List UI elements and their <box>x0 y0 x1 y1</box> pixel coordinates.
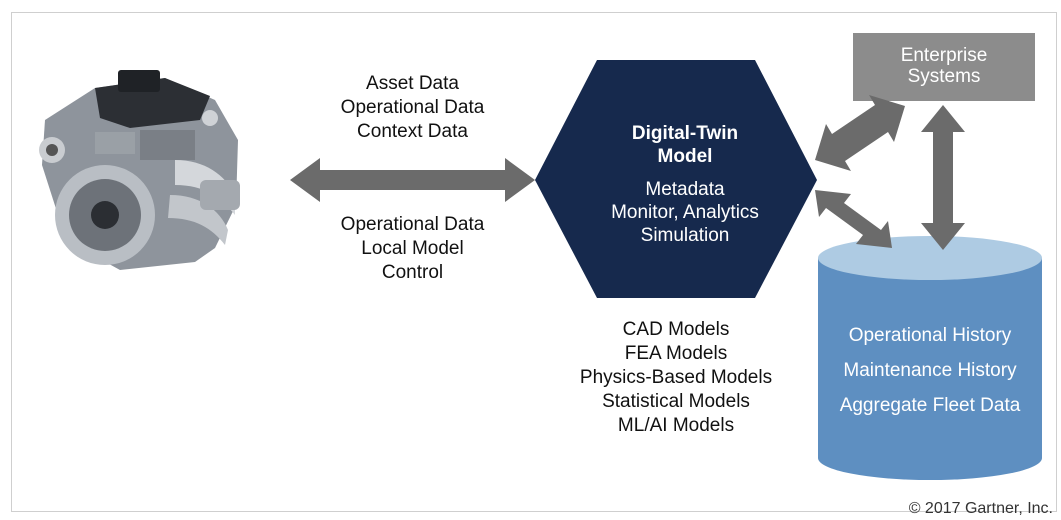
label-context-data: Context Data <box>357 121 468 142</box>
enterprise-systems-box <box>853 33 1035 101</box>
model-statistical: Statistical Models <box>602 391 750 412</box>
downstream-data-labels: Operational Data Local Model Control <box>305 213 520 285</box>
twin-item-metadata: Metadata <box>645 179 725 200</box>
db-operational-history: Operational History <box>848 325 1012 346</box>
twin-item-simulation: Simulation <box>640 225 730 246</box>
twin-item-monitor: Monitor, Analytics <box>611 202 759 223</box>
digital-twin-hexagon <box>535 60 817 298</box>
digital-twin-label: Digital-Twin Model Metadata Monitor, Ana… <box>560 122 810 247</box>
label-operational-data: Operational Data <box>340 214 485 235</box>
db-aggregate-fleet-data: Aggregate Fleet Data <box>839 395 1021 416</box>
db-maintenance-history: Maintenance History <box>843 360 1017 381</box>
data-exchange-arrow <box>290 158 535 202</box>
label-control: Control <box>381 262 444 283</box>
twin-title-line2: Model <box>657 146 713 167</box>
enterprise-line1: Enterprise <box>900 45 988 66</box>
twin-database-arrow <box>815 190 892 248</box>
twin-enterprise-arrow <box>815 95 905 171</box>
diagram-frame <box>11 12 1057 512</box>
label-operational-data: Operational Data <box>340 97 485 118</box>
model-physics: Physics-Based Models <box>579 367 773 388</box>
enterprise-database-arrow <box>921 105 965 250</box>
upstream-data-labels: Asset Data Operational Data Context Data <box>305 72 520 144</box>
twin-title-line1: Digital-Twin <box>631 123 739 144</box>
history-database <box>818 236 1042 480</box>
label-asset-data: Asset Data <box>366 73 459 94</box>
copyright-notice: © 2017 Gartner, Inc. <box>908 500 1053 517</box>
label-local-model: Local Model <box>361 238 464 259</box>
models-list: CAD Models FEA Models Physics-Based Mode… <box>556 318 796 438</box>
model-cad: CAD Models <box>622 319 730 340</box>
enterprise-systems-label: Enterprise Systems <box>853 33 1035 101</box>
enterprise-line2: Systems <box>907 66 981 87</box>
model-ml-ai: ML/AI Models <box>617 415 735 436</box>
model-fea: FEA Models <box>624 343 728 364</box>
engine-image <box>39 70 240 270</box>
database-labels: Operational History Maintenance History … <box>818 318 1042 423</box>
